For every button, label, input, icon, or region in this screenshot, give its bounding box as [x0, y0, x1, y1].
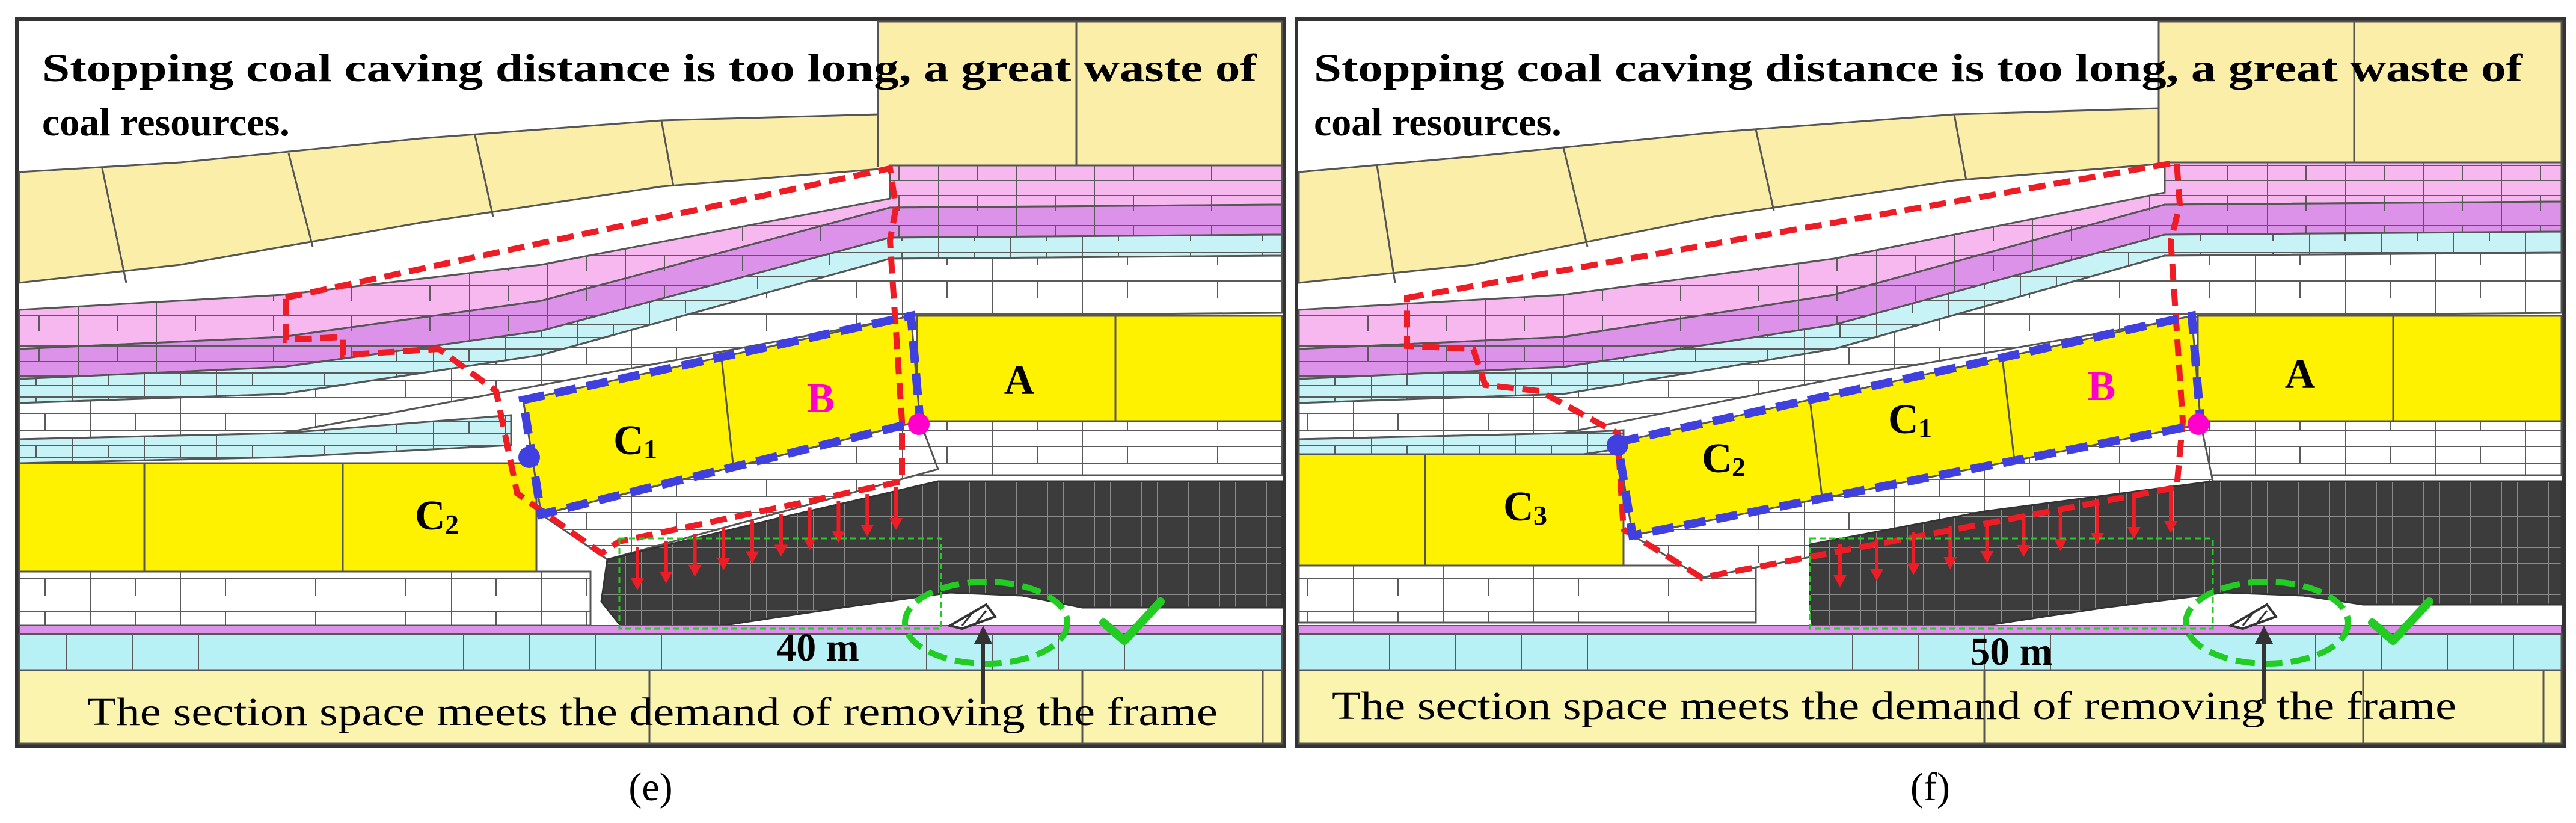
red-pressure-arrowhead — [1833, 575, 1847, 587]
panel-e-red-arrows — [631, 487, 903, 590]
panel-e-upper-strata-joints — [101, 22, 1078, 283]
panel-f-block-a-floor — [2197, 420, 2563, 476]
red-pressure-arrowhead — [860, 525, 874, 537]
panel-e-lower-white — [18, 570, 592, 627]
panel-e-floor-cyan — [18, 633, 1283, 671]
red-pressure-arrowhead — [803, 538, 817, 550]
panel-e-block-c2 — [18, 462, 538, 573]
panel-e-support-frame-icon — [946, 603, 998, 630]
panel-e-label-b: B — [807, 375, 835, 422]
panel-f-upper-strata-joints — [1376, 22, 2355, 283]
panel-e-green-ellipse — [902, 579, 1070, 667]
panel-e-label-c2-letter: C — [415, 493, 446, 539]
red-pressure-arrowhead — [717, 558, 731, 570]
panel-e-block-a-floor — [916, 420, 1283, 476]
panel-f-floor-yellow — [1298, 669, 2563, 745]
red-pressure-arrowhead — [1943, 557, 1957, 569]
panel-e-upper-strata — [18, 20, 1283, 284]
panel-e-floor-strip — [19, 625, 1283, 635]
panel-e-label-c1-letter: C — [613, 418, 644, 464]
panel-f-label-c1-subscript: 1 — [1918, 413, 1932, 443]
red-pressure-arrowhead — [2053, 539, 2067, 551]
panel-f-distance-label: 50 m — [1970, 630, 2052, 674]
panel-f-label-a: A — [2285, 351, 2316, 398]
red-pressure-arrowhead — [889, 518, 903, 530]
panel-e-green-thin-rect — [618, 537, 942, 630]
red-pressure-arrowhead — [2017, 545, 2031, 557]
panel-e-magenta-hinge-dot — [908, 413, 930, 435]
red-pressure-arrowhead — [1980, 551, 1994, 563]
red-pressure-arrowhead — [659, 571, 673, 584]
panel-f-label-c2-subscript: 2 — [1732, 452, 1746, 482]
panel-e-label-a: A — [1004, 357, 1035, 404]
panel-f-red-arrows — [1833, 490, 2177, 587]
red-pressure-arrowhead — [774, 544, 788, 557]
panel-f-block-a — [2197, 315, 2563, 422]
panel-f-green-ellipse — [2183, 579, 2351, 667]
panel-f-red-dashed-outline — [1404, 159, 2186, 581]
panel-f-label-c3-letter: C — [1503, 484, 1534, 530]
red-pressure-arrowhead — [2127, 527, 2141, 539]
red-pressure-arrowhead — [631, 578, 644, 590]
panel-e-distance-label: 40 m — [776, 626, 859, 670]
panel-e-footer-text: The section space meets the demand of re… — [87, 690, 1218, 734]
panel-f-lower-white — [1298, 564, 1757, 624]
panel-f-magenta-hinge-dot — [2188, 413, 2209, 435]
panel-e-label-c1-subscript: 1 — [643, 434, 657, 464]
panel-f-block-c3 — [1298, 453, 1625, 567]
panel-e-block-a — [916, 315, 1283, 422]
panel-f-check-mark-icon — [2368, 597, 2433, 645]
panel-f-floor-cyan — [1298, 633, 2563, 671]
red-pressure-arrowhead — [1907, 563, 1921, 575]
panel-f-footer-text: The section space meets the demand of re… — [1332, 684, 2456, 728]
red-pressure-arrowhead — [832, 531, 845, 544]
panel-f-support-frame-icon — [2227, 603, 2278, 630]
panel-f-up-arrow-icon — [2255, 626, 2273, 704]
panel-e-floor-yellow — [18, 669, 1283, 745]
caption-e: (e) — [628, 765, 672, 809]
panel-f-label-c1-letter: C — [1888, 396, 1919, 443]
panel-f-green-thin-rect — [1809, 537, 2214, 630]
panel-f-label-b: B — [2088, 363, 2116, 410]
panel-e-header-line1: Stopping coal caving distance is too lon… — [42, 46, 1257, 90]
panel-e-check-mark-icon — [1099, 597, 1165, 645]
panel-e-label-c2-subscript: 2 — [445, 509, 459, 540]
panel-e: Stopping coal caving distance is too lon… — [15, 17, 1286, 748]
panel-e-header-line2: coal resources. — [42, 100, 290, 144]
panel-f-label-c2-letter: C — [1702, 436, 1732, 482]
panel-f-header-line2: coal resources. — [1314, 100, 1562, 144]
panel-f: Stopping coal caving distance is too lon… — [1295, 17, 2566, 748]
panel-f-upper-strata — [1298, 20, 2563, 284]
caption-f: (f) — [1910, 765, 1950, 809]
panel-f-header-line1: Stopping coal caving distance is too lon… — [1314, 46, 2523, 90]
red-pressure-arrowhead — [1870, 569, 1884, 581]
panel-e-up-arrow-icon — [974, 626, 992, 704]
red-pressure-arrowhead — [2090, 533, 2104, 545]
red-pressure-arrowhead — [746, 551, 759, 564]
panel-e-blue-hinge-dot — [518, 446, 540, 468]
panel-e-red-dashed-outline — [283, 165, 905, 558]
red-pressure-arrowhead — [2164, 521, 2177, 533]
panel-f-label-c3-subscript: 3 — [1533, 500, 1547, 531]
panel-f-blue-hinge-dot — [1607, 434, 1628, 456]
red-pressure-arrowhead — [688, 564, 702, 577]
